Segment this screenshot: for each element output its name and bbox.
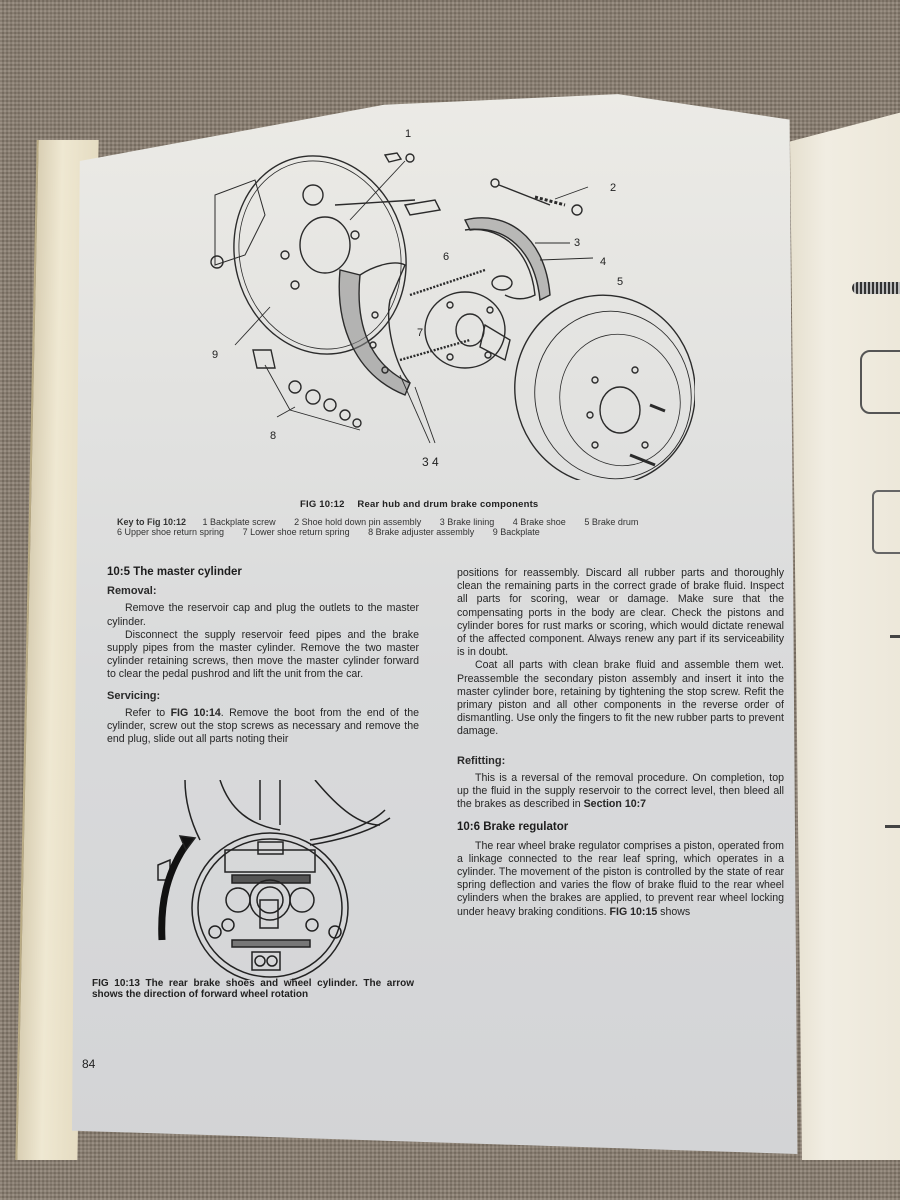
key-title: Key to Fig 10:12: [117, 517, 187, 527]
key-item: 3 Brake lining: [439, 517, 495, 527]
section-heading-10-5: 10:5 The master cylinder: [107, 566, 242, 578]
callout-5: 5: [617, 276, 624, 288]
page-number: 84: [82, 1057, 96, 1071]
text-run: . Remove the boot from the end of the cy…: [107, 706, 419, 746]
brake-components-diagram: [210, 152, 695, 480]
key-item: 7 Lower shoe return spring: [242, 527, 350, 537]
facing-page-fragment: [790, 110, 900, 1160]
paragraph: Disconnect the supply reservoir feed pip…: [107, 628, 419, 681]
figure-title: Rear hub and drum brake components: [357, 499, 539, 510]
paragraph: Refer to FIG 10:14. Remove the boot from…: [107, 707, 419, 747]
text-run: shows: [657, 905, 691, 918]
callout-6: 6: [443, 251, 450, 263]
text-run: The rear wheel brake regulator comprises…: [457, 839, 784, 918]
key-item: 2 Shoe hold down pin assembly: [294, 517, 422, 527]
paragraph: Remove the reservoir cap and plug the ou…: [107, 602, 419, 628]
callout-2: 2: [610, 182, 617, 194]
paragraph: Coat all parts with clean brake fluid an…: [457, 659, 784, 738]
callout-7: 7: [417, 327, 424, 339]
figure-reference: FIG 10:14: [170, 706, 221, 719]
section-reference: Section 10:7: [583, 798, 647, 811]
text-run: Refer to: [125, 706, 171, 719]
paragraph: The rear wheel brake regulator comprises…: [457, 840, 784, 919]
callout-9: 9: [212, 349, 219, 361]
rear-brake-shoes-diagram: [157, 780, 391, 980]
figure-caption: FIG 10:12 Rear hub and drum brake compon…: [300, 499, 538, 510]
paragraph: This is a reversal of the removal proced…: [457, 772, 784, 812]
text-run: This is a reversal of the removal proced…: [457, 771, 784, 811]
key-item: 8 Brake adjuster assembly: [368, 527, 475, 537]
key-item: 5 Brake drum: [584, 517, 639, 527]
key-item: 4 Brake shoe: [512, 517, 566, 527]
subheading-removal: Removal:: [107, 585, 157, 598]
key-item: 9 Backplate: [492, 527, 540, 537]
callout-4: 4: [600, 256, 607, 268]
key-item: 6 Upper shoe return spring: [117, 527, 225, 537]
figure-10-13-caption: FIG 10:13 The rear brake shoes and wheel…: [92, 978, 414, 1000]
key-item: 1 Backplate screw: [202, 517, 276, 527]
right-column: positions for reassembly. Discard all ru…: [457, 567, 784, 919]
callout-1: 1: [405, 128, 412, 140]
callout-8: 8: [270, 430, 277, 442]
subheading-servicing: Servicing:: [107, 689, 161, 702]
book-page: [72, 94, 798, 1154]
subheading-refitting: Refitting:: [457, 754, 506, 767]
callout-3: 3: [574, 237, 581, 249]
left-column: 10:5 The master cylinder Removal: Remove…: [107, 566, 419, 746]
figure-label: FIG 10:12: [300, 499, 345, 510]
section-heading-10-6: 10:6 Brake regulator: [457, 821, 569, 834]
paragraph-continued: positions for reassembly. Discard all ru…: [457, 567, 784, 659]
figure-reference: FIG 10:15: [609, 905, 658, 918]
callout-3-4: 3 4: [422, 455, 439, 469]
figure-key: Key to Fig 10:12 1 Backplate screw 2 Sho…: [117, 517, 777, 537]
